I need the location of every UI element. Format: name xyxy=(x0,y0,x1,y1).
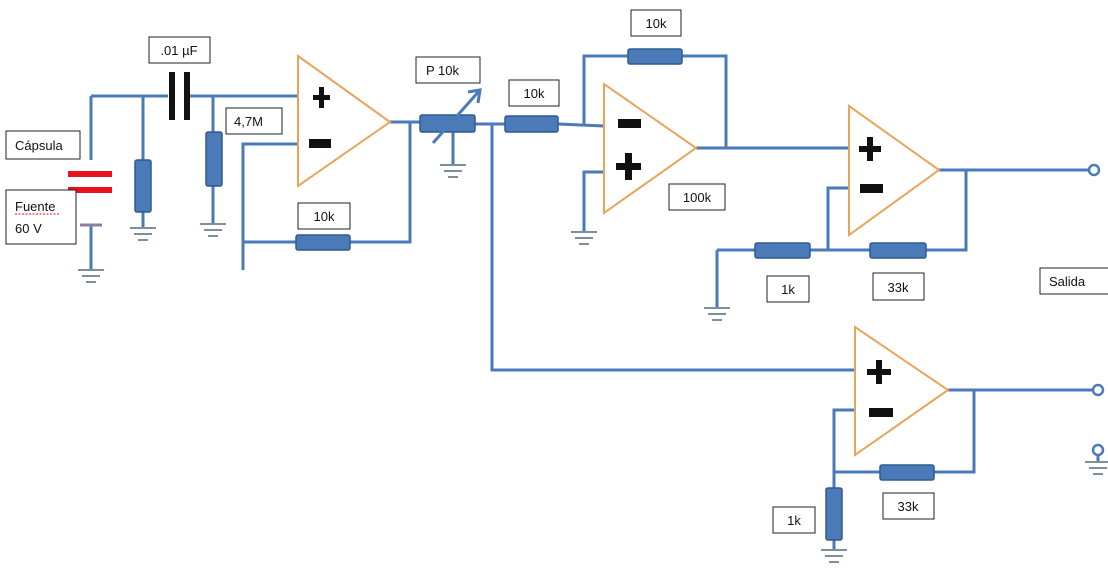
svg-text:1k: 1k xyxy=(787,513,801,528)
svg-text:60 V: 60 V xyxy=(15,221,42,236)
wires xyxy=(89,54,1100,550)
minus-sign-icon xyxy=(860,184,883,193)
resistor-10k-fb2 xyxy=(627,48,683,65)
label-4-7m: 4,7M xyxy=(225,107,283,135)
terminal-icon xyxy=(1091,383,1105,397)
opamp-4 xyxy=(854,325,950,457)
minus-sign-icon xyxy=(618,119,641,128)
potentiometer-body xyxy=(419,114,476,133)
grounds xyxy=(77,164,1108,563)
svg-text:33k: 33k xyxy=(888,280,909,295)
output-terminals xyxy=(1087,163,1105,457)
label-capsule: Cápsula xyxy=(5,130,81,160)
label-source: Fuente 60 V xyxy=(5,189,77,245)
minus-sign-icon xyxy=(869,408,893,417)
label-pot: P 10k xyxy=(415,56,481,84)
label-output: Salida xyxy=(1039,267,1108,295)
svg-text:100k: 100k xyxy=(683,190,712,205)
label-cap: .01 µF xyxy=(148,36,211,64)
resistor-4-7m xyxy=(205,131,223,187)
resistors xyxy=(134,48,935,541)
potentiometer-arrow-icon xyxy=(431,88,482,144)
resistor-33k-a xyxy=(869,242,927,259)
svg-text:1k: 1k xyxy=(781,282,795,297)
label-1k-b: 1k xyxy=(772,506,816,534)
plus-sign-icon xyxy=(616,153,641,180)
svg-text:10k: 10k xyxy=(524,86,545,101)
svg-text:Fuente: Fuente xyxy=(15,199,55,214)
plus-sign-icon xyxy=(867,360,891,384)
label-10k-in2: 10k xyxy=(508,79,560,107)
svg-text:4,7M: 4,7M xyxy=(234,114,263,129)
resistor-1k-b xyxy=(825,487,843,541)
terminal-icon xyxy=(1091,443,1105,457)
svg-text:33k: 33k xyxy=(898,499,919,514)
labels: .01 µF 4,7M 10k P 10k 10k 10k 100k 1k xyxy=(5,9,1108,534)
resistor-33k-b xyxy=(879,464,935,481)
resistor-shunt xyxy=(134,159,152,213)
plus-sign-icon xyxy=(859,137,881,161)
svg-text:Salida: Salida xyxy=(1049,274,1086,289)
opamp-3 xyxy=(848,104,941,237)
resistor-10k-in2 xyxy=(504,115,559,133)
resistor-10k-fb1 xyxy=(295,234,351,251)
svg-text:P 10k: P 10k xyxy=(426,63,460,78)
plus-sign-icon xyxy=(313,87,330,108)
label-33k-a: 33k xyxy=(872,272,925,301)
svg-text:10k: 10k xyxy=(646,16,667,31)
label-10k-fb1: 10k xyxy=(297,202,351,230)
opamp-2 xyxy=(603,82,698,215)
label-100k: 100k xyxy=(668,183,726,211)
label-33k-b: 33k xyxy=(882,492,935,520)
minus-sign-icon xyxy=(309,139,331,148)
capacitor-icon xyxy=(169,72,190,120)
opamp-1 xyxy=(297,54,392,188)
resistor-1k-a xyxy=(754,242,811,259)
label-1k-a: 1k xyxy=(766,275,810,303)
svg-text:10k: 10k xyxy=(314,209,335,224)
svg-text:Cápsula: Cápsula xyxy=(15,138,63,153)
svg-text:.01 µF: .01 µF xyxy=(160,43,197,58)
terminal-icon xyxy=(1087,163,1101,177)
label-10k-fb2: 10k xyxy=(630,9,682,37)
